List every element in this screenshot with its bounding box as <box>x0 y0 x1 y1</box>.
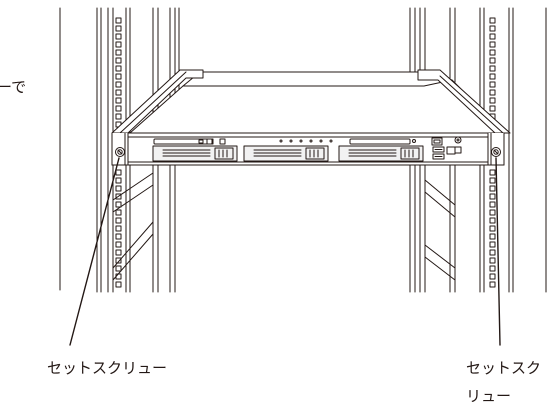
rack-hole <box>115 241 122 248</box>
rack-hole <box>115 65 122 72</box>
rack-holes-right <box>489 17 496 288</box>
rack-hole <box>489 73 496 80</box>
rack-hole <box>115 57 122 64</box>
rack-hole <box>489 41 496 48</box>
rack-hole <box>115 193 122 200</box>
rack-hole <box>115 217 122 224</box>
rack-hole <box>115 89 122 96</box>
rack-hole <box>115 73 122 80</box>
rack-hole <box>489 33 496 40</box>
rack-hole <box>489 169 496 176</box>
rack-hole <box>489 17 496 24</box>
rack-hole <box>115 265 122 272</box>
rack-hole <box>115 81 122 88</box>
rack-hole <box>489 193 496 200</box>
set-screw-left <box>115 147 125 157</box>
set-screw-label-right-line2: リュー <box>466 387 512 405</box>
rack-hole <box>115 185 122 192</box>
rack-hole <box>115 177 122 184</box>
rack-hole <box>115 281 122 288</box>
rack-hole <box>115 97 122 104</box>
rack-hole <box>115 33 122 40</box>
rack-hole <box>489 265 496 272</box>
rack-hole <box>489 97 496 104</box>
rack-hole <box>115 41 122 48</box>
rack-hole <box>489 281 496 288</box>
rack-hole <box>115 169 122 176</box>
rack-hole <box>489 241 496 248</box>
drive-bay-3 <box>338 145 424 162</box>
callout-leaders <box>69 157 501 346</box>
rack-hole <box>489 177 496 184</box>
rack-hole <box>115 105 122 112</box>
cropped-text-fragment: ーで <box>0 78 27 96</box>
rack-hole <box>115 249 122 256</box>
rack-hole <box>489 257 496 264</box>
rack-hole <box>489 249 496 256</box>
rack-hole <box>489 225 496 232</box>
set-screw-label-left: セットスクリュー <box>47 359 168 377</box>
rack-hole <box>489 89 496 96</box>
rack-hole <box>115 113 122 120</box>
rack-hole <box>489 201 496 208</box>
drive-bay-1 <box>152 145 238 162</box>
rack-hole <box>115 17 122 24</box>
rack-hole <box>115 233 122 240</box>
set-screw-label-right-line1: セットスク <box>466 359 542 377</box>
rack-hole <box>115 201 122 208</box>
rack-hole <box>115 25 122 32</box>
rack-hole <box>489 57 496 64</box>
rack-hole <box>115 257 122 264</box>
drive-bay-2 <box>243 145 329 162</box>
rack-hole <box>489 105 496 112</box>
rack-hole <box>115 49 122 56</box>
rack-hole <box>489 273 496 280</box>
rack-hole <box>489 233 496 240</box>
rack-hole <box>115 273 122 280</box>
rack-hole <box>489 65 496 72</box>
rack-hole <box>115 209 122 216</box>
rack-hole <box>489 81 496 88</box>
set-screw-right <box>491 147 501 157</box>
front-panel-controls <box>153 137 443 146</box>
rack-hole <box>489 185 496 192</box>
rack-hole <box>489 25 496 32</box>
rack-hole <box>489 217 496 224</box>
rack-hole <box>115 225 122 232</box>
rack-hole <box>489 49 496 56</box>
rack-hole <box>489 209 496 216</box>
front-ports <box>432 136 462 160</box>
